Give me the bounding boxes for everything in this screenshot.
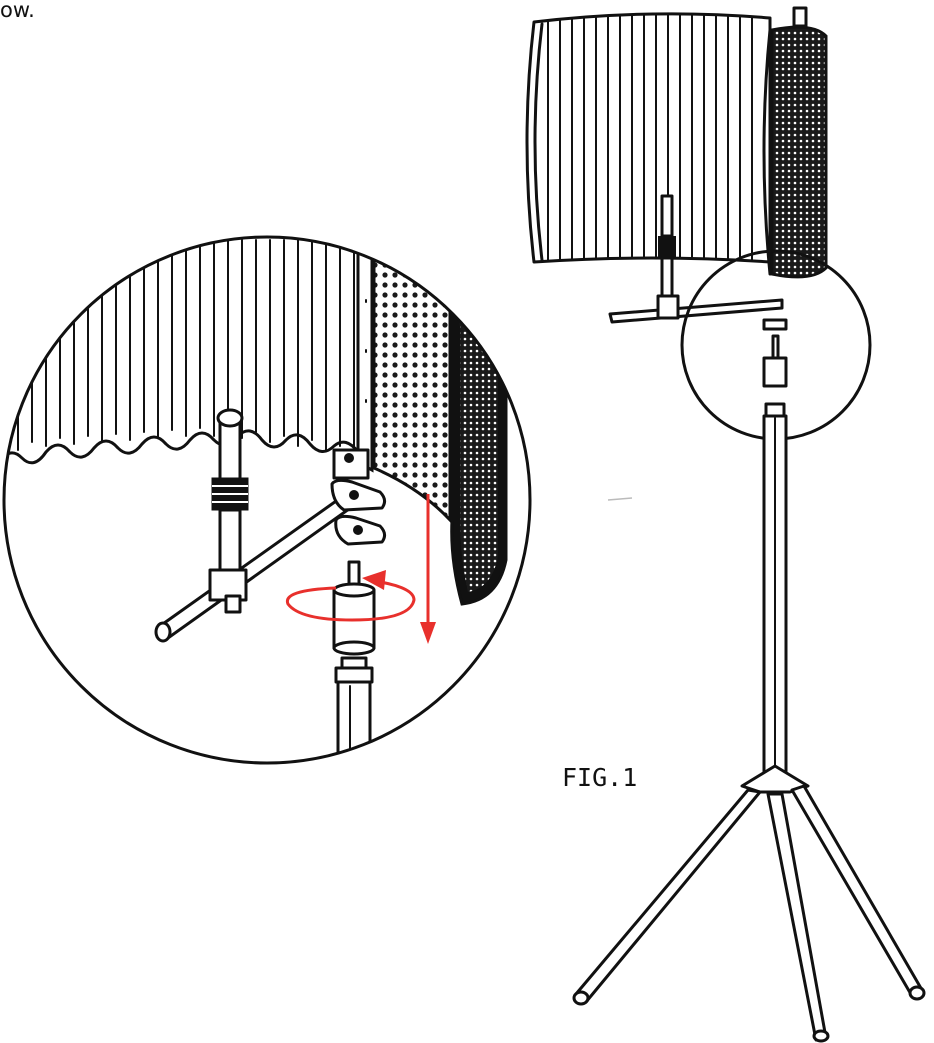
stand-top-tube (334, 656, 374, 763)
figure-caption: FIG.1 (562, 763, 637, 792)
red-down-arrow-icon (420, 494, 436, 644)
perforated-frame (356, 248, 508, 606)
tripod-stand (572, 414, 926, 1043)
corrugated-panel (4, 237, 372, 465)
adapter-stud (332, 560, 376, 656)
faint-mark (607, 497, 633, 501)
red-rotation-arrow-icon (285, 570, 416, 622)
stand-post-small (608, 194, 784, 324)
panel-bracket (332, 448, 370, 480)
top-fragment-text: ow. (0, 0, 35, 22)
mount-block-lower (334, 514, 387, 546)
magnifier-circle (680, 249, 872, 441)
vertical-post (211, 408, 249, 574)
zoom-detail-circle (2, 235, 532, 765)
mount-block-upper (330, 478, 387, 512)
rod-clamp (208, 568, 248, 614)
reflection-shield (525, 6, 828, 279)
